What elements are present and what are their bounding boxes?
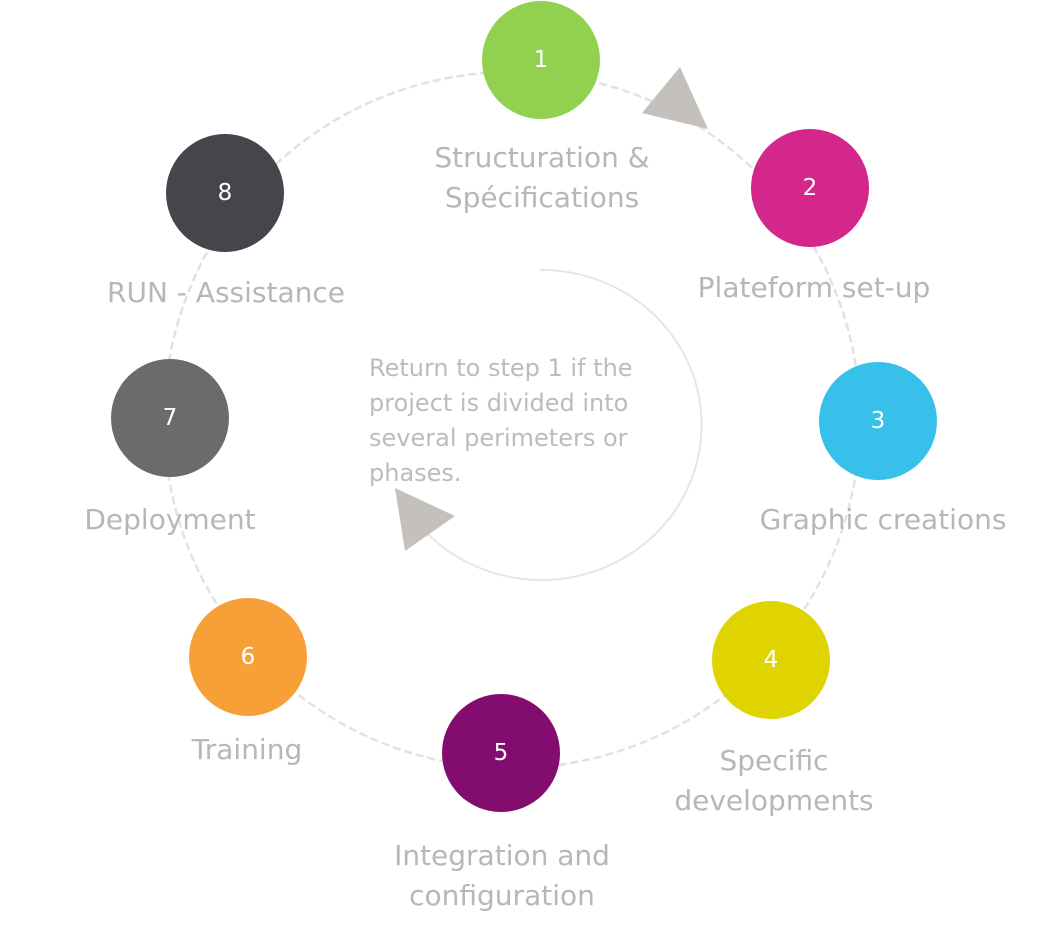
step-7-circle: 7 [111, 359, 229, 477]
step-2-number: 2 [802, 175, 818, 201]
step-7-label: Deployment [84, 503, 256, 536]
step-4-number: 4 [763, 647, 779, 673]
return-note: Return to step 1 if the project is divid… [369, 354, 633, 487]
step-1-circle: 1 [482, 1, 600, 119]
step-6-circle: 6 [189, 598, 307, 716]
step-4-circle: 4 [712, 601, 830, 719]
step-6-number: 6 [240, 644, 256, 670]
step-5-circle: 5 [442, 694, 560, 812]
step-1-label: Structuration & Spécifications [434, 141, 650, 214]
step-8-number: 8 [217, 180, 233, 206]
step-5-label: Integration and configuration [394, 839, 610, 912]
step-2-circle: 2 [751, 129, 869, 247]
outer-direction-arrow-icon [642, 67, 708, 129]
inner-return-arc [421, 268, 703, 581]
step-8-circle: 8 [166, 134, 284, 252]
step-3-number: 3 [870, 408, 886, 434]
step-3-label: Graphic creations [759, 503, 1007, 536]
step-2-label: Plateform set-up [697, 271, 931, 304]
step-1-number: 1 [533, 47, 549, 73]
step-4-label: Specific developments [674, 744, 874, 817]
step-7-number: 7 [162, 405, 178, 431]
step-6-label: Training [191, 733, 303, 766]
step-5-number: 5 [493, 740, 509, 766]
step-8-label: RUN - Assistance [107, 276, 345, 309]
return-arrow-icon [395, 488, 455, 551]
step-3-circle: 3 [819, 362, 937, 480]
